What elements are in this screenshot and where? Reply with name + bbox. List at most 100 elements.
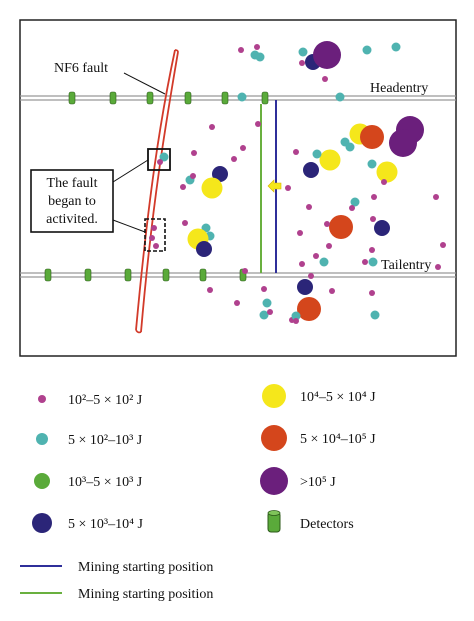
- detector-icon: [184, 91, 192, 105]
- detector-icon: [267, 510, 281, 533]
- event-marker-e2: [362, 45, 372, 55]
- headentry-detectors: [68, 91, 269, 105]
- event-marker-e1: [207, 287, 213, 293]
- detector-icon: [44, 268, 52, 282]
- event-marker-e2: [319, 257, 329, 267]
- event-marker-e1: [293, 149, 299, 155]
- event-marker-e1: [293, 318, 299, 324]
- callout-line-1: The fault: [47, 176, 98, 191]
- headentry-label: Headentry: [370, 81, 428, 96]
- detector-icon: [124, 268, 132, 282]
- legend-label-e7: >10⁵ J: [300, 475, 336, 490]
- event-marker-e1: [231, 156, 237, 162]
- legend-label-e2: 5 × 10²–10³ J: [68, 433, 143, 448]
- legend-swatch-e2: [36, 433, 48, 445]
- event-marker-e1: [285, 185, 291, 191]
- event-marker-e1: [157, 159, 163, 165]
- event-marker-e7: [389, 129, 417, 157]
- event-marker-e1: [261, 286, 267, 292]
- legend-label-blue-line: Mining starting position: [78, 560, 213, 575]
- event-marker-e2: [367, 159, 377, 169]
- detector-icon: [162, 268, 170, 282]
- event-marker-e5: [319, 149, 341, 171]
- legend-label-detectors: Detectors: [300, 517, 354, 532]
- fault-label: NF6 fault: [54, 61, 108, 76]
- event-marker-e1: [190, 173, 196, 179]
- tailentry-label: Tailentry: [381, 258, 431, 273]
- legend-label-e1: 10²–5 × 10² J: [68, 393, 143, 408]
- legend-label-e4: 5 × 10³–10⁴ J: [68, 517, 143, 532]
- legend-swatch-e3: [34, 473, 50, 489]
- event-marker-e1: [370, 216, 376, 222]
- legend-swatch-e7: [260, 467, 288, 495]
- event-marker-e2: [335, 92, 345, 102]
- event-marker-e1: [381, 179, 387, 185]
- event-marker-e4: [374, 220, 390, 236]
- tailentry-roadway: [20, 272, 456, 278]
- event-marker-e2: [312, 149, 322, 159]
- event-marker-e5: [376, 161, 398, 183]
- callout-line-2: began to: [48, 194, 96, 209]
- event-marker-e1: [255, 121, 261, 127]
- detector-icon: [109, 91, 117, 105]
- event-marker-e7: [313, 41, 341, 69]
- event-marker-e1: [238, 47, 244, 53]
- event-marker-e1: [326, 243, 332, 249]
- legend-label-e5: 10⁴–5 × 10⁴ J: [300, 390, 376, 405]
- fault-activation-box-solid: [147, 148, 171, 171]
- event-marker-e1: [435, 264, 441, 270]
- event-marker-e1: [369, 247, 375, 253]
- event-marker-e1: [191, 150, 197, 156]
- event-marker-e2: [345, 142, 355, 152]
- event-marker-e1: [149, 235, 155, 241]
- event-marker-e6: [329, 215, 353, 239]
- event-marker-e1: [299, 60, 305, 66]
- legend-swatch-e4: [32, 513, 52, 533]
- event-marker-e1: [242, 268, 248, 274]
- event-marker-e1: [297, 230, 303, 236]
- event-marker-e1: [267, 309, 273, 315]
- event-marker-e1: [349, 205, 355, 211]
- detector-icon: [261, 91, 269, 105]
- event-marker-e1: [234, 300, 240, 306]
- event-marker-e1: [324, 221, 330, 227]
- legend-swatch-e5: [262, 384, 286, 408]
- event-marker-e1: [180, 184, 186, 190]
- event-marker-e1: [362, 259, 368, 265]
- detector-icon: [199, 268, 207, 282]
- event-marker-e2: [370, 310, 380, 320]
- advance-direction-icon: [267, 179, 282, 193]
- event-marker-e1: [240, 145, 246, 151]
- callout-leader-lower: [112, 219, 146, 233]
- detector-icon: [221, 91, 229, 105]
- event-marker-e6: [360, 125, 384, 149]
- event-marker-e2: [255, 52, 265, 62]
- event-marker-e2: [262, 298, 272, 308]
- event-marker-e2: [391, 42, 401, 52]
- event-marker-e1: [308, 273, 314, 279]
- event-marker-e1: [313, 253, 319, 259]
- microseismic-events: [149, 41, 446, 324]
- detector-icon: [84, 268, 92, 282]
- detector-icon: [146, 91, 154, 105]
- legend-label-green-line: Mining starting position: [78, 587, 213, 602]
- event-marker-e1: [299, 261, 305, 267]
- event-marker-e4: [297, 279, 313, 295]
- event-marker-e4: [212, 166, 228, 182]
- event-marker-e1: [153, 243, 159, 249]
- legend-label-e3: 10³–5 × 10³ J: [68, 475, 143, 490]
- event-marker-e2: [368, 257, 378, 267]
- event-marker-e1: [151, 225, 157, 231]
- tailentry-detectors: [44, 268, 247, 282]
- fault-activation-box-dashed: [144, 218, 166, 252]
- legend-swatch-e6: [261, 425, 287, 451]
- event-marker-e2: [291, 311, 301, 321]
- legend-label-e6: 5 × 10⁴–10⁵ J: [300, 432, 376, 447]
- event-marker-e1: [254, 44, 260, 50]
- event-marker-e1: [209, 124, 215, 130]
- event-marker-e2: [159, 152, 169, 162]
- event-marker-e1: [182, 220, 188, 226]
- event-marker-e1: [371, 194, 377, 200]
- callout-leader-upper: [112, 159, 149, 183]
